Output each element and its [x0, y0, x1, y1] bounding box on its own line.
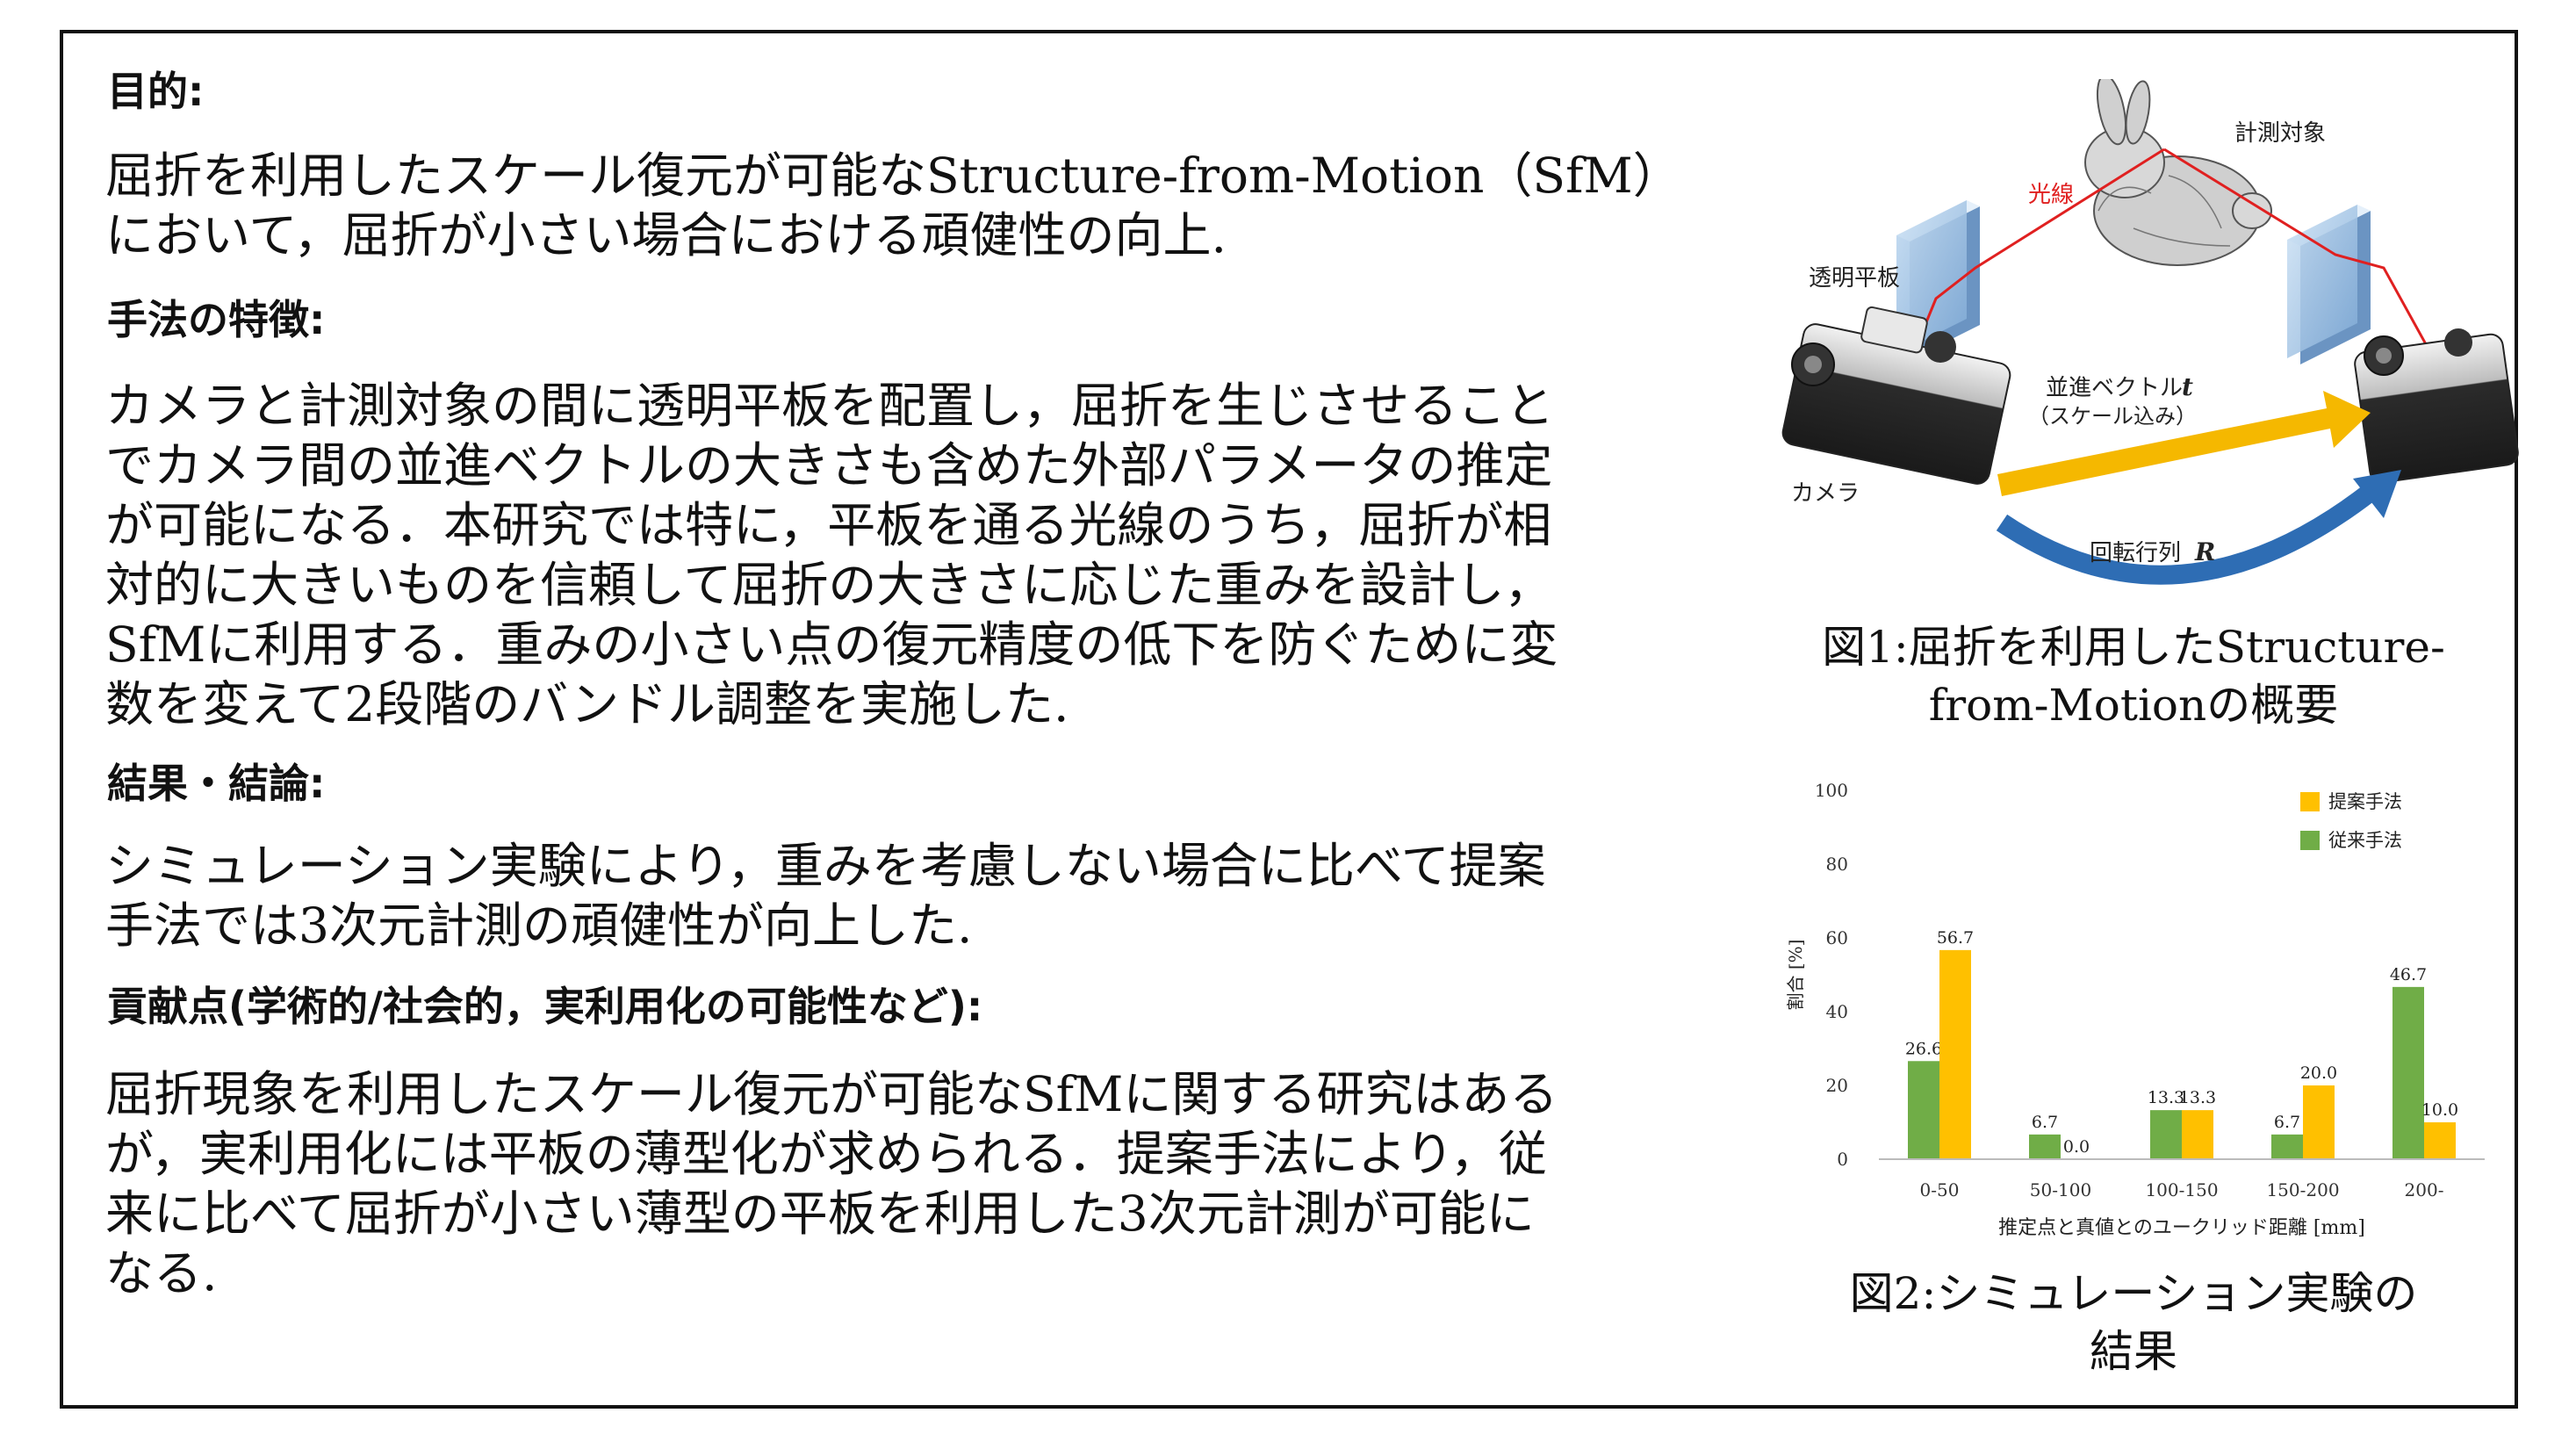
method-line: 対的に大きいものを信頼して屈折の大きさに応じた重みを設計し，	[105, 557, 1553, 613]
legend-swatch	[2300, 831, 2320, 850]
bar-value-label: 56.7	[1937, 928, 1974, 948]
label-plate: 透明平板	[1809, 265, 1900, 292]
bar-value-label: 0.0	[2063, 1137, 2090, 1157]
figure2-caption: 図2:シミュレーション実験の 結果	[1765, 1265, 2502, 1381]
bar-conventional	[2271, 1134, 2303, 1159]
bar-proposed	[2303, 1085, 2335, 1159]
bar-conventional	[2029, 1134, 2061, 1159]
figure2-caption-line: 図2:シミュレーション実験の	[1849, 1268, 2418, 1319]
x-tick-label: 100-150	[2145, 1179, 2218, 1200]
purpose-line: において，屈折が小さい場合における頑健性の向上.	[105, 207, 1227, 263]
contribution-line: なる.	[105, 1245, 218, 1301]
bar-value-label: 6.7	[2032, 1113, 2058, 1132]
figure2-bar-chart: 0 20 40 60 80 100 26.6 56.7 6.7 0.0 13.313.3 6.7 20…	[1785, 780, 2485, 1239]
contribution-line: が，実利用化には平板の薄型化が求められる．提案手法により，従	[105, 1126, 1547, 1182]
right-ray	[2163, 148, 2456, 396]
result-heading: 結果・結論:	[107, 760, 326, 807]
bar-value-label: 13.3	[2148, 1088, 2184, 1107]
bar-value-label: 26.6	[1905, 1039, 1942, 1058]
contribution-text: 屈折現象を利用したスケール復元が可能なSfMに関する研究はある が，実利用化には…	[105, 1064, 1738, 1303]
figure1-caption-line: from-Motionの概要	[1928, 680, 2339, 731]
result-text: シミュレーション実験により，重みを考慮しない場合に比べて提案 手法では3次元計測…	[105, 836, 1738, 955]
bar-proposed	[1939, 949, 1971, 1159]
bar-value-label: 20.0	[2300, 1063, 2337, 1083]
content-frame	[60, 30, 2518, 1409]
method-line: 数を変えて2段階のバンドル調整を実施した.	[105, 676, 1069, 732]
y-axis-label: 割合 [%]	[1785, 940, 1806, 1011]
right-transparent-plate	[2287, 205, 2371, 364]
contribution-heading: 貢献点(学術的/社会的，実利用化の可能性など):	[107, 983, 983, 1030]
label-ray: 光線	[2028, 182, 2074, 208]
method-line: SfMに利用する．重みの小さい点の復元精度の低下を防ぐために変	[105, 616, 1558, 673]
contribution-line: 来に比べて屈折が小さい薄型の平板を利用した3次元計測が可能に	[105, 1186, 1535, 1242]
x-axis-label: 推定点と真値とのユークリッド距離 [mm]	[1998, 1217, 2365, 1239]
method-text: カメラと計測対象の間に透明平板を配置し，屈折を生じさせること でカメラ間の並進ベ…	[105, 376, 1738, 734]
label-rotation-symbol: R	[2194, 537, 2215, 566]
method-heading: 手法の特徴:	[107, 296, 326, 343]
rotation-arrow	[1996, 470, 2401, 585]
y-tick-label: 80	[1826, 854, 1848, 875]
label-camera: カメラ	[1791, 480, 1860, 507]
label-translation-symbol: t	[2182, 372, 2193, 401]
bar-value-label: 10.0	[2421, 1100, 2458, 1120]
x-tick-label: 200-	[2405, 1179, 2444, 1200]
method-line: でカメラ間の並進ベクトルの大きさも含めた外部パラメータの推定	[105, 437, 1553, 494]
bar-conventional	[2150, 1110, 2182, 1159]
x-tick-label: 150-200	[2266, 1179, 2339, 1200]
x-tick-label: 0-50	[1920, 1179, 1960, 1200]
left-camera-icon	[1781, 306, 2011, 485]
result-line: 手法では3次元計測の頑健性が向上した.	[105, 898, 973, 954]
y-tick-label: 100	[1815, 780, 1848, 801]
y-tick-label: 40	[1826, 1001, 1848, 1022]
purpose-line: 屈折を利用したスケール復元が可能なStructure-from-Motion（S…	[105, 148, 1681, 204]
bar-proposed	[2182, 1110, 2213, 1159]
figure1-diagram: 計測対象 光線 透明平板 並進ベクトル t （スケール込み） カメラ 回転行列 …	[1781, 79, 2519, 585]
label-target: 計測対象	[2234, 120, 2326, 147]
bunny-target-icon	[2084, 79, 2272, 266]
label-translation: 並進ベクトル	[2046, 375, 2183, 401]
bar-value-label: 46.7	[2390, 965, 2427, 984]
figure2-caption-line: 結果	[2090, 1326, 2177, 1377]
y-tick-label: 20	[1826, 1075, 1848, 1096]
y-tick-label: 0	[1837, 1149, 1848, 1170]
contribution-line: 屈折現象を利用したスケール復元が可能なSfMに関する研究はある	[105, 1066, 1558, 1122]
legend-swatch	[2300, 792, 2320, 811]
result-line: シミュレーション実験により，重みを考慮しない場合に比べて提案	[105, 838, 1546, 894]
bar-value-label: 13.3	[2179, 1088, 2216, 1107]
method-line: カメラと計測対象の間に透明平板を配置し，屈折を生じさせること	[105, 378, 1555, 434]
bar-conventional	[1908, 1061, 1939, 1159]
purpose-heading: 目的:	[107, 68, 205, 115]
legend-label: 提案手法	[2328, 791, 2402, 812]
y-tick-label: 60	[1826, 927, 1848, 948]
translation-arrow	[1997, 391, 2371, 496]
figure1-caption: 図1:屈折を利用したStructure- from-Motionの概要	[1765, 618, 2502, 734]
bar-conventional	[2393, 986, 2424, 1159]
method-line: が可能になる．本研究では特に，平板を通る光線のうち，屈折が相	[105, 497, 1552, 553]
bar-value-label: 6.7	[2274, 1113, 2300, 1132]
label-rotation: 回転行列	[2090, 540, 2181, 566]
x-tick-label: 50-100	[2030, 1179, 2091, 1200]
bar-proposed	[2424, 1122, 2456, 1159]
legend-label: 従来手法	[2328, 830, 2402, 851]
figure1-caption-line: 図1:屈折を利用したStructure-	[1822, 622, 2445, 673]
purpose-text: 屈折を利用したスケール復元が可能なStructure-from-Motion（S…	[105, 146, 1738, 265]
right-camera-icon	[2354, 328, 2519, 484]
label-scale-note: （スケール込み）	[2028, 404, 2197, 429]
